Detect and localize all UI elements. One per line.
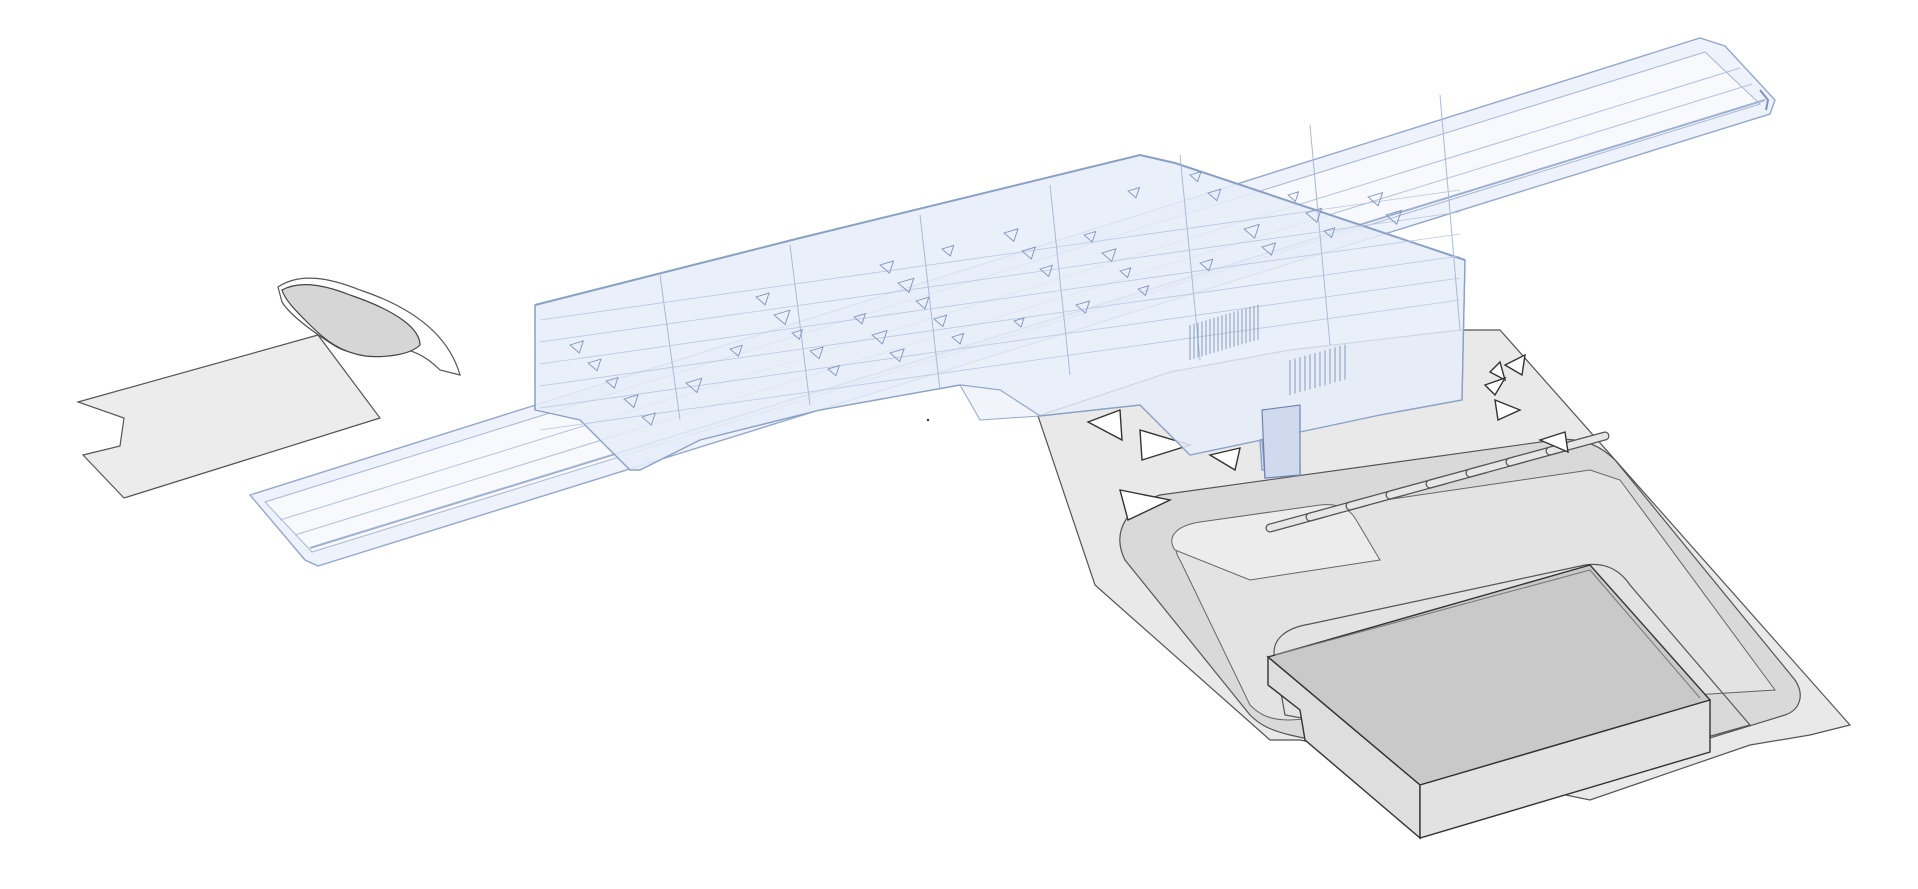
roof-triangle [1119, 267, 1132, 279]
glass-frame-line [1439, 94, 1461, 331]
glass-floor-line [539, 277, 1461, 409]
glass-frame-line [789, 244, 811, 406]
glass-floor-line [539, 255, 1461, 387]
parking-slots [1265, 431, 1610, 533]
glass-frame-line [1049, 184, 1071, 376]
roof-triangle [641, 412, 657, 426]
roof-triangle [1003, 228, 1019, 243]
plaza-triangle [1494, 398, 1522, 422]
roof-triangle [605, 376, 619, 389]
roof-triangle [1199, 258, 1214, 272]
roof-triangle [1305, 207, 1323, 224]
glass-floor-line [539, 211, 1461, 343]
mound-top [281, 284, 421, 358]
roof-triangle [941, 244, 955, 257]
box-building [1266, 564, 1712, 840]
roof-triangle [1261, 242, 1277, 256]
left-ground-slab [75, 334, 381, 499]
roof-triangle [623, 394, 639, 409]
roof-triangle [897, 277, 915, 294]
roof-triangle [791, 329, 804, 341]
plaza-triangle [1119, 489, 1173, 521]
roof-triangle [1013, 317, 1025, 328]
plaza-triangle [1483, 376, 1507, 397]
roof-triangle [1083, 230, 1097, 243]
box-side-front [1419, 699, 1711, 839]
roof-triangle [729, 344, 743, 358]
corner-right [1461, 259, 1466, 401]
plaza-triangle [1086, 409, 1123, 442]
entrance-canopy [959, 384, 1042, 421]
roof-triangle [933, 314, 948, 328]
roof-triangle [1367, 191, 1384, 207]
glass-frame-line [1179, 154, 1201, 361]
roof-triangle [889, 348, 905, 363]
glass-roof-triangles [569, 171, 1403, 426]
box-roof-edge [1274, 569, 1701, 699]
roof-triangle [1021, 246, 1037, 260]
roof-triangle [1039, 264, 1054, 278]
left-landscape-mound [277, 277, 461, 376]
roof-triangle [827, 364, 840, 377]
facade-mullions [1189, 304, 1346, 395]
survey-point [926, 418, 930, 422]
glass-frame-line [1309, 124, 1331, 346]
roof-triangle [951, 332, 965, 345]
plaza-triangle [1488, 360, 1507, 382]
roof-triangle [569, 340, 585, 354]
roof-triangle [1385, 209, 1403, 226]
roof-triangle [879, 260, 895, 274]
deck-lane [1273, 563, 1752, 771]
ramp-left [1171, 504, 1381, 581]
glass-frame-line [659, 274, 681, 421]
plaza-triangle-markers [1086, 353, 1569, 521]
roof-triangle [915, 296, 930, 310]
plaza-triangle [1139, 429, 1193, 461]
glass-frame-line [919, 214, 941, 391]
roof-triangle [1101, 248, 1117, 263]
roof-triangle [1127, 186, 1141, 199]
plaza-triangle [1538, 431, 1569, 454]
roof-triangle [1189, 171, 1202, 183]
roof-ridge [534, 153, 1466, 306]
roof-triangle [809, 346, 824, 360]
platform-end-cap [1759, 89, 1770, 111]
roof-triangle [853, 312, 867, 325]
roof-triangle [773, 309, 791, 326]
roof-triangle [1287, 191, 1300, 203]
entrance-shaft [1261, 404, 1301, 479]
glass-floor-line [539, 189, 1461, 321]
roof-triangle [755, 292, 770, 306]
roof-triangle [1243, 223, 1260, 239]
roof-triangle [1075, 300, 1091, 314]
roof-triangle [587, 358, 602, 372]
roof-triangle [1323, 227, 1336, 239]
ground-slab-shape [75, 334, 381, 499]
glass-floor-line [539, 299, 1461, 431]
glass-grid [539, 94, 1461, 431]
roof-triangle [685, 377, 703, 394]
glass-floor-line [539, 233, 1461, 365]
plaza-triangle [1503, 353, 1526, 377]
roof-triangle [871, 329, 888, 345]
glass-station-building [534, 94, 1466, 479]
plaza-triangle [1208, 447, 1241, 472]
roof-triangle [1207, 188, 1222, 202]
roof-triangle [1137, 285, 1150, 297]
